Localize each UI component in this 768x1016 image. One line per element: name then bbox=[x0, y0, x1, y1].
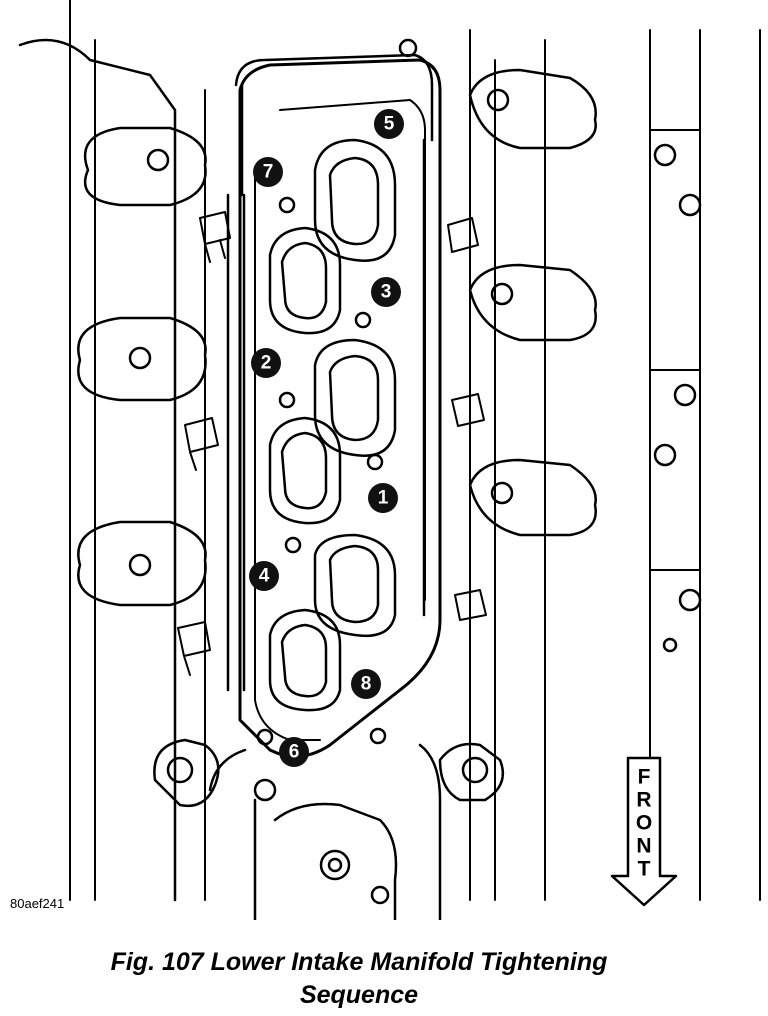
bolt-3-marker: 3 bbox=[371, 277, 401, 307]
front-letter-r: R bbox=[636, 789, 651, 812]
fuel-injector-connectors bbox=[177, 211, 487, 676]
bolt-3-label: 3 bbox=[381, 282, 392, 303]
right-cylinder-head bbox=[438, 29, 597, 901]
figure-caption: Fig. 107 Lower Intake Manifold Tightenin… bbox=[0, 946, 718, 1012]
bolt-6-marker: 6 bbox=[279, 737, 309, 767]
bolt-1-label: 1 bbox=[378, 488, 389, 509]
lower-intake-manifold bbox=[226, 38, 442, 758]
front-letter-n: N bbox=[636, 835, 651, 858]
manifold-diagram: 1 2 3 4 5 6 7 8 bbox=[18, 0, 761, 920]
front-letter-o: O bbox=[636, 812, 652, 835]
caption-line-1: Fig. 107 Lower Intake Manifold Tightenin… bbox=[110, 948, 608, 976]
front-letter-f: F bbox=[638, 766, 651, 789]
left-cylinder-head bbox=[18, 0, 220, 902]
bolt-7-label: 7 bbox=[263, 162, 274, 183]
bolt-6-label: 6 bbox=[289, 742, 300, 763]
bolt-4-label: 4 bbox=[259, 566, 270, 587]
bolt-2-marker: 2 bbox=[251, 348, 281, 378]
bolt-4-marker: 4 bbox=[249, 561, 279, 591]
front-letter-t: T bbox=[638, 858, 651, 881]
bolt-5-label: 5 bbox=[384, 114, 395, 135]
bolt-7-marker: 7 bbox=[253, 157, 283, 187]
engine-block-edge bbox=[649, 29, 761, 901]
caption-line-2: Sequence bbox=[299, 981, 419, 1009]
down-arrow-icon bbox=[610, 756, 678, 907]
figure-id-code: 80aef241 bbox=[10, 896, 65, 911]
front-direction-arrow: F R O N T bbox=[610, 756, 678, 907]
bolt-5-marker: 5 bbox=[374, 109, 404, 139]
plenum-base bbox=[166, 743, 489, 920]
head-bolts bbox=[128, 88, 514, 577]
bolt-2-label: 2 bbox=[261, 353, 272, 374]
bolt-8-marker: 8 bbox=[351, 669, 381, 699]
bolt-8-label: 8 bbox=[361, 674, 372, 695]
bolt-1-marker: 1 bbox=[368, 483, 398, 513]
